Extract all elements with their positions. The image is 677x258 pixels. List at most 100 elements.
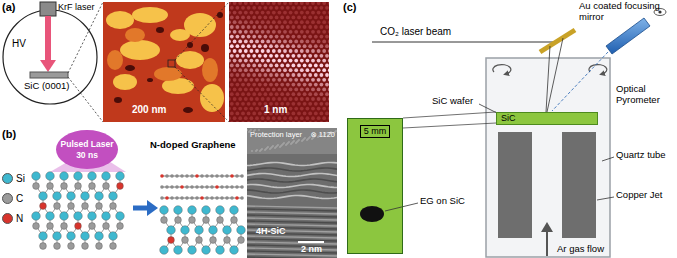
carbon-atom (215, 185, 219, 189)
surface-atom (314, 64, 318, 68)
surface-atom (229, 78, 231, 82)
surface-atom (303, 121, 307, 122)
surface-atom (241, 73, 245, 77)
atom (102, 172, 111, 181)
surface-atom (289, 59, 293, 63)
surface-atom (325, 54, 329, 58)
atom (182, 237, 189, 244)
surface-atom (294, 49, 298, 53)
surface-atom (233, 78, 237, 82)
surface-atom (289, 116, 293, 120)
stm-terrace (147, 78, 153, 82)
surface-atom (258, 25, 262, 29)
surface-atom (292, 44, 296, 48)
atom (224, 237, 231, 244)
tem-noise (259, 150, 261, 152)
surface-atom (244, 49, 248, 53)
surface-atom (244, 116, 248, 120)
laser-head (40, 2, 56, 16)
atom (68, 243, 75, 250)
atom (231, 217, 238, 224)
carbon-atom (200, 174, 204, 178)
process-arrowhead (147, 200, 158, 216)
surface-atom (272, 2, 276, 5)
carbon-atom (195, 185, 199, 189)
surface-atom (275, 83, 279, 87)
lattice-fringe (247, 215, 337, 217)
surface-atom (328, 68, 329, 72)
surface-atom (266, 20, 270, 24)
surface-atom (292, 92, 296, 96)
surface-atom (261, 30, 265, 34)
surface-atom (233, 68, 237, 72)
surface-atom (294, 107, 298, 111)
surface-atom (303, 73, 307, 77)
surface-atom (229, 107, 231, 111)
atom (110, 243, 117, 250)
graphene-fringe (247, 179, 337, 182)
zoom-line (403, 112, 496, 118)
surface-atom (266, 49, 270, 53)
surface-atom (247, 25, 251, 29)
part-label: Au coated focusing mirror (579, 1, 675, 23)
surface-atom (325, 112, 329, 116)
surface-atom (300, 40, 304, 44)
surface-atom (325, 44, 329, 48)
tem-noise (261, 148, 263, 150)
surface-atom (252, 35, 256, 39)
surface-atom (252, 73, 256, 77)
surface-atom (278, 97, 282, 101)
surface-atom (320, 64, 324, 68)
surface-atom (275, 54, 279, 58)
tem-fringes (247, 128, 337, 258)
zoom-line (175, 67, 229, 122)
tem-noise (282, 143, 284, 145)
lattice-fringe (247, 212, 337, 214)
surface-atom (230, 83, 234, 87)
rotation-arrow (493, 65, 511, 74)
node-text: SiC (501, 113, 516, 124)
lattice-fringe (247, 206, 337, 208)
surface-atom (275, 92, 279, 96)
surface-atom (244, 68, 248, 72)
carbon-atom (235, 174, 239, 178)
surface-atom (292, 25, 296, 29)
surface-atom (272, 97, 276, 101)
tem-image (247, 128, 337, 258)
node-text: Pulsed Laser 30 ns (56, 139, 118, 159)
surface-atom (258, 6, 262, 10)
tem-noise (293, 140, 295, 142)
tem-noise (304, 137, 306, 139)
carbon-atom (240, 174, 244, 178)
zoom-line (68, 77, 103, 122)
tem-noise (267, 146, 269, 148)
surface-atom (322, 20, 326, 24)
tem-noise (264, 149, 266, 151)
surface-atom (306, 88, 310, 92)
surface-atom (300, 59, 304, 63)
surface-atom (308, 35, 312, 39)
surface-atom (294, 11, 298, 15)
surface-atom (258, 35, 262, 39)
surface-atom (258, 121, 262, 122)
surface-atom (322, 116, 326, 120)
surface-atom (238, 107, 242, 111)
surface-atom (255, 2, 259, 5)
surface-atom (286, 35, 290, 39)
surface-atom (303, 112, 307, 116)
surface-atom (322, 68, 326, 72)
surface-atom (264, 121, 268, 122)
surface-atom (261, 2, 265, 5)
atom (61, 183, 68, 190)
laser-pulse: Pulsed Laser 30 ns (56, 130, 118, 169)
surface-atom (320, 92, 324, 96)
surface-atom (320, 6, 324, 10)
surface-atom (266, 78, 270, 82)
surface-atom (238, 116, 242, 120)
sic-crystal (160, 206, 246, 255)
atom (88, 172, 97, 181)
surface-atom (283, 59, 287, 63)
focused-beam (547, 38, 563, 112)
part-label: HV (12, 38, 26, 50)
